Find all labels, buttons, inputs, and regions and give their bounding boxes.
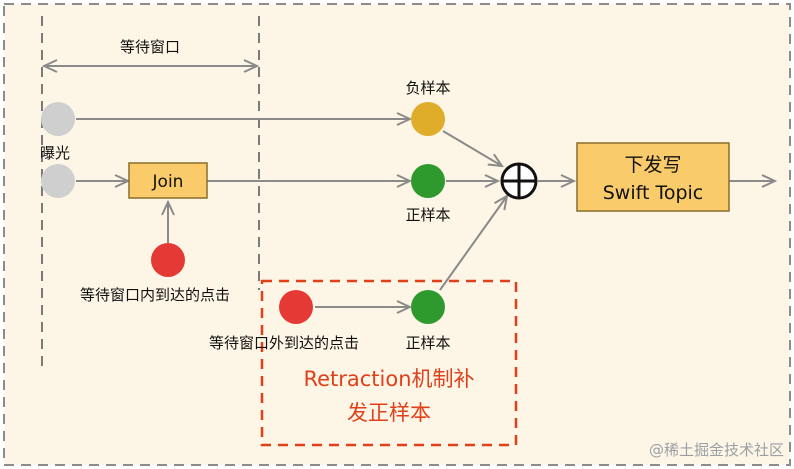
output-label-line1: 下发写 [624,154,681,176]
retraction-region [260,279,518,447]
positive-sample-node-bottom [411,290,445,324]
merge-icon [500,162,538,200]
output-label-line2: Swift Topic [603,182,704,204]
join-label: Join [152,172,184,192]
join-box [128,162,208,199]
retraction-positive-to-merge-arrow [439,196,507,291]
click-outside-node [279,290,313,324]
exposure-label: 曝光 [40,144,70,162]
negative-sample-node [411,102,445,136]
positive-sample-label-bottom: 正样本 [405,334,450,352]
retraction-label-line1: Retraction机制补 [303,367,474,391]
click-outside-label: 等待窗口外到达的点击 [209,334,359,352]
positive-sample-label-top: 正样本 [405,206,450,224]
exposure-node-top [41,102,75,136]
retraction-label-line2: 发正样本 [347,401,431,425]
negative-to-merge-arrow [442,130,502,166]
exposure-node-bottom [41,164,75,198]
watermark: @稀土掘金技术社区 [649,441,784,459]
window-label: 等待窗口 [120,38,180,56]
negative-sample-label: 负样本 [405,79,450,97]
click-inside-label: 等待窗口内到达的点击 [80,286,230,304]
click-inside-node [151,243,185,277]
diagram-background [3,3,791,466]
output-box [576,142,730,212]
positive-sample-node-top [411,164,445,198]
